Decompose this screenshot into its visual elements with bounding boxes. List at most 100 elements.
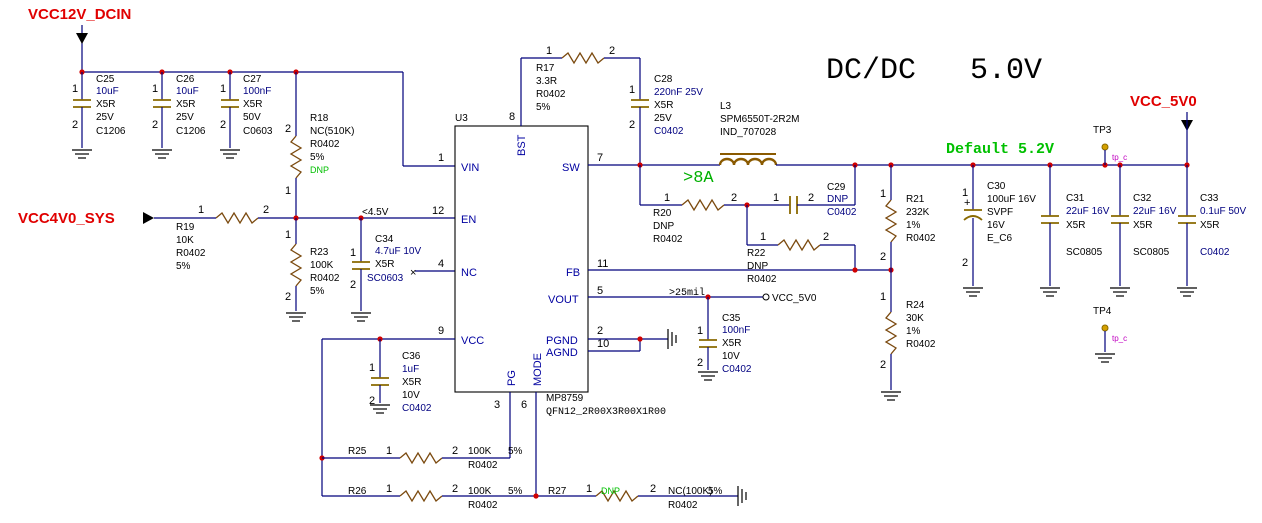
resistor-r21: 1 2 R21 232K 1% R0402: [880, 165, 936, 270]
svg-text:R0402: R0402: [906, 339, 936, 350]
svg-text:C0603: C0603: [243, 126, 273, 137]
nc-marker: ×: [410, 267, 416, 279]
svg-text:5%: 5%: [310, 286, 325, 297]
svg-text:2: 2: [72, 119, 78, 131]
svg-text:C36: C36: [402, 351, 421, 362]
svg-text:25V: 25V: [176, 112, 194, 123]
svg-text:X5R: X5R: [96, 99, 115, 110]
svg-text:MODE: MODE: [532, 353, 544, 386]
net-vcc-5v0: VCC_5V0: [1130, 93, 1197, 110]
svg-text:2: 2: [731, 192, 737, 204]
svg-text:1: 1: [586, 483, 592, 495]
svg-text:8: 8: [509, 111, 515, 123]
svg-text:10uF: 10uF: [96, 86, 119, 97]
svg-text:C32: C32: [1133, 193, 1152, 204]
svg-text:SC0603: SC0603: [367, 273, 404, 284]
resistor-r17: 1 2 R17 3.3R R0402 5%: [536, 45, 640, 113]
svg-text:220nF 25V: 220nF 25V: [654, 87, 703, 98]
svg-text:10V: 10V: [402, 390, 420, 401]
svg-text:C1206: C1206: [176, 126, 206, 137]
capacitor-c35: 1 2 C35 100nF X5R 10V C0402: [697, 297, 752, 381]
svg-text:1: 1: [72, 83, 78, 95]
vout-port-icon: [762, 293, 770, 301]
pgnd-ground-icon: [667, 329, 677, 349]
svg-text:100K: 100K: [468, 446, 492, 457]
svg-text:1: 1: [880, 188, 886, 200]
svg-text:R0402: R0402: [536, 89, 566, 100]
svg-text:1: 1: [369, 362, 375, 374]
svg-text:MP8759: MP8759: [546, 393, 584, 404]
resistor-r18: 2 1 R18 NC(510K) R0402 5% DNP: [285, 72, 354, 218]
svg-text:9: 9: [438, 325, 444, 337]
svg-text:VIN: VIN: [461, 162, 479, 174]
svg-text:30K: 30K: [906, 313, 924, 324]
svg-text:SW: SW: [562, 162, 580, 174]
mode-ground-icon: [737, 486, 747, 506]
svg-text:X5R: X5R: [402, 377, 421, 388]
net-vcc12v-dcin: VCC12V_DCIN: [28, 6, 131, 23]
testpoint-tp3[interactable]: TP3 tp_c: [1093, 125, 1127, 165]
svg-text:2: 2: [597, 325, 603, 337]
capacitor-c27: 1 2 C27 100nF X5R 50V C0603: [219, 72, 273, 159]
capacitor-c26: 1 2 C26 10uF X5R 25V C1206: [151, 72, 206, 159]
svg-text:R0402: R0402: [310, 273, 340, 284]
svg-text:2: 2: [609, 45, 615, 57]
svg-text:16V: 16V: [987, 220, 1005, 231]
svg-text:NC(100K): NC(100K): [668, 486, 712, 497]
svg-text:L3: L3: [720, 101, 732, 112]
svg-text:22uF 16V: 22uF 16V: [1133, 206, 1177, 217]
svg-text:1uF: 1uF: [402, 364, 419, 375]
svg-text:100K: 100K: [310, 260, 334, 271]
svg-text:1: 1: [386, 445, 392, 457]
capacitor-c33: C33 0.1uF 50V X5R C0402: [1176, 165, 1246, 297]
testpoint-tp4[interactable]: TP4 tp_c: [1093, 306, 1127, 363]
capacitor-c29: 1 2 C29 DNP C0402: [773, 165, 857, 218]
svg-text:1: 1: [438, 152, 444, 164]
svg-text:R25: R25: [348, 446, 367, 457]
svg-text:6: 6: [521, 399, 527, 411]
svg-text:1: 1: [629, 84, 635, 96]
capacitor-c31: C31 22uF 16V X5R SC0805: [1039, 165, 1110, 297]
svg-text:VOUT: VOUT: [548, 294, 579, 306]
svg-text:R0402: R0402: [668, 500, 698, 511]
svg-text:3.3R: 3.3R: [536, 76, 557, 87]
svg-text:0.1uF 50V: 0.1uF 50V: [1200, 206, 1246, 217]
svg-text:2: 2: [285, 291, 291, 303]
svg-text:X5R: X5R: [1133, 220, 1152, 231]
svg-text:R27: R27: [548, 486, 567, 497]
svg-text:1: 1: [546, 45, 552, 57]
svg-text:DNP: DNP: [827, 194, 848, 205]
svg-text:2: 2: [452, 483, 458, 495]
svg-text:1: 1: [773, 192, 779, 204]
svg-text:5%: 5%: [508, 446, 523, 457]
svg-text:C25: C25: [96, 74, 115, 85]
schematic-title: DC/DC 5.0V: [826, 54, 1042, 88]
svg-text:C0402: C0402: [1200, 247, 1230, 258]
svg-text:QFN12_2R00X3R00X1R00: QFN12_2R00X3R00X1R00: [546, 407, 666, 418]
resistor-r26: 1 2 R26 100K R0402 5%: [348, 483, 596, 511]
svg-text:C0402: C0402: [402, 403, 432, 414]
resistor-r24: 1 2 R24 30K 1% R0402: [880, 270, 936, 401]
svg-text:22uF 16V: 22uF 16V: [1066, 206, 1110, 217]
svg-text:R19: R19: [176, 222, 195, 233]
svg-text:1: 1: [285, 229, 291, 241]
svg-text:2: 2: [629, 119, 635, 131]
current-note: >8A: [683, 169, 714, 188]
svg-text:2: 2: [880, 251, 886, 263]
svg-text:R0402: R0402: [906, 233, 936, 244]
svg-text:R0402: R0402: [176, 248, 206, 259]
svg-text:PGND: PGND: [546, 335, 578, 347]
svg-text:2: 2: [823, 231, 829, 243]
svg-text:EN: EN: [461, 214, 476, 226]
svg-text:X5R: X5R: [722, 338, 741, 349]
svg-text:1: 1: [664, 192, 670, 204]
svg-text:VCC: VCC: [461, 335, 484, 347]
resistor-r19: 1 2 R19 10K R0402 5%: [176, 204, 455, 272]
svg-text:R23: R23: [310, 247, 329, 258]
svg-text:5%: 5%: [708, 486, 723, 497]
svg-text:5%: 5%: [536, 102, 551, 113]
trace-width-note: >25mil: [669, 287, 705, 299]
svg-text:TP4: TP4: [1093, 306, 1112, 317]
svg-text:R18: R18: [310, 113, 329, 124]
svg-text:tp_c: tp_c: [1112, 334, 1127, 343]
